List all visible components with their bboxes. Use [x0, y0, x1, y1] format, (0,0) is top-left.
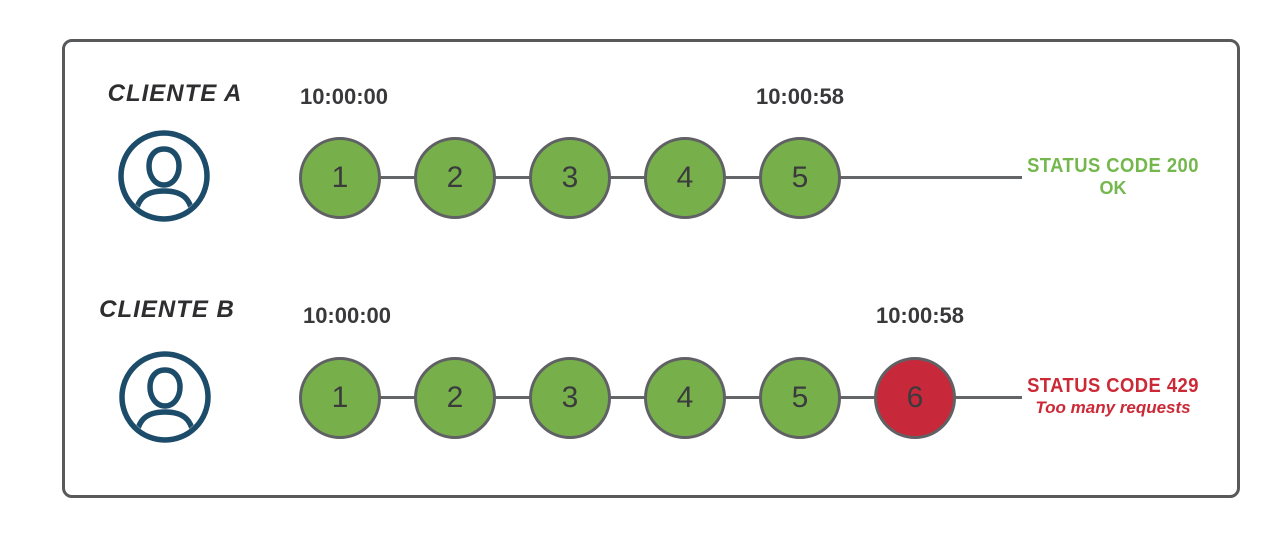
end-time-label: 10:00:58: [755, 84, 845, 109]
request-circle: 5: [759, 357, 841, 439]
request-circle: 3: [529, 137, 611, 219]
request-circle: 6: [874, 357, 956, 439]
request-circle: 2: [414, 357, 496, 439]
status-message-text: Too many requests: [1035, 398, 1191, 417]
request-circle: 1: [299, 137, 381, 219]
status-code-text: STATUS CODE 429: [1027, 375, 1199, 397]
user-icon: [118, 130, 210, 222]
end-time-label: 10:00:58: [875, 303, 965, 328]
request-circle: 1: [299, 357, 381, 439]
client-a-label: CLIENTE A: [107, 80, 243, 107]
request-circle: 4: [644, 137, 726, 219]
user-icon: [119, 351, 211, 443]
request-circle: 5: [759, 137, 841, 219]
start-time-label: 10:00:00: [299, 84, 389, 109]
request-circle: 2: [414, 137, 496, 219]
status-result-200: STATUS CODE 200 OK: [1013, 155, 1213, 199]
status-result-429: STATUS CODE 429 Too many requests: [1013, 375, 1213, 419]
request-circle: 4: [644, 357, 726, 439]
status-message-text: OK: [1099, 178, 1127, 198]
status-code-text: STATUS CODE 200: [1027, 155, 1199, 177]
diagram-frame: [62, 39, 1240, 498]
request-circle: 3: [529, 357, 611, 439]
client-b-label: CLIENTE B: [99, 296, 235, 323]
start-time-label: 10:00:00: [302, 303, 392, 328]
